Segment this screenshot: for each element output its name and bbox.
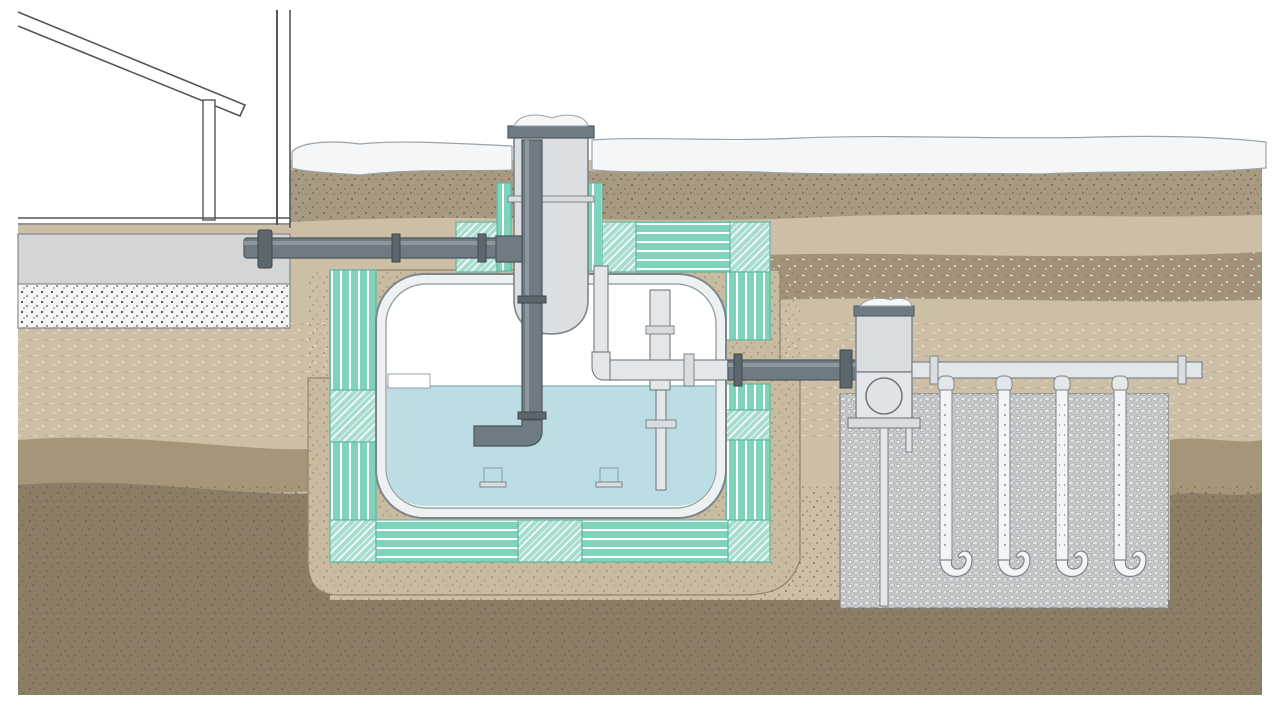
riser-snow-cap bbox=[513, 114, 589, 127]
inlet-clamp-1 bbox=[391, 233, 401, 263]
insulation-bottom-right-hatch bbox=[727, 519, 771, 563]
lateral-end-bend bbox=[939, 550, 973, 577]
inlet-pipe-highlight bbox=[244, 241, 516, 245]
lateral-pipe bbox=[1053, 375, 1089, 577]
inlet-drop-clamp-2 bbox=[517, 411, 547, 420]
insulation-left-hatch bbox=[329, 389, 377, 443]
house bbox=[17, 10, 291, 228]
outlet-tee-bracket bbox=[645, 419, 677, 429]
soil-band-middle-speckle bbox=[770, 252, 1262, 302]
house-wall bbox=[18, 10, 290, 225]
inlet-clamp-2 bbox=[477, 233, 487, 263]
septic-tank bbox=[375, 273, 727, 519]
inlet-drop-clamp-1 bbox=[517, 295, 547, 304]
dbox-cap bbox=[853, 305, 915, 317]
outlet-vent-pipe bbox=[593, 265, 609, 367]
insulation-top-right bbox=[635, 221, 733, 273]
insulation-bottom-left-hatch bbox=[329, 519, 377, 563]
porch-post bbox=[202, 99, 216, 221]
outlet-tee-lower bbox=[655, 389, 667, 491]
inlet-elbow-tee bbox=[495, 235, 523, 263]
tank-baffle-ledge bbox=[387, 373, 431, 389]
soil-band-lower bbox=[18, 437, 330, 493]
insulation-right-upper bbox=[725, 271, 771, 341]
header-pipe bbox=[911, 361, 1203, 379]
insulation-bottom-mid-hatch bbox=[517, 519, 583, 563]
insulation-left-lower bbox=[329, 441, 377, 521]
insulation-right-lower bbox=[725, 439, 771, 521]
topsoil-speckle bbox=[290, 168, 1262, 222]
drain-field-laterals bbox=[911, 355, 1203, 577]
snow-right bbox=[591, 135, 1267, 175]
tank-support-brackets bbox=[479, 467, 623, 488]
lateral-group bbox=[937, 375, 1147, 577]
snow-cover bbox=[291, 135, 1267, 176]
insulation-right-column bbox=[725, 383, 771, 411]
dbox-snow-cap bbox=[858, 297, 913, 307]
inlet-elbow bbox=[473, 419, 543, 447]
tank-water bbox=[387, 386, 715, 506]
insulation-bottom-left bbox=[375, 519, 519, 563]
dbox-flange bbox=[847, 417, 921, 429]
outlet-pipe bbox=[727, 349, 857, 389]
outlet-tee bbox=[591, 265, 729, 491]
lateral-end-bend bbox=[997, 550, 1031, 577]
outlet-clamp-1 bbox=[733, 353, 743, 387]
lateral-pipe bbox=[995, 375, 1031, 577]
inlet-drop-highlight bbox=[525, 140, 529, 430]
riser-cap bbox=[507, 125, 595, 139]
outlet-clamp-2 bbox=[839, 349, 853, 389]
lateral-end-bend bbox=[1113, 550, 1147, 577]
dbox-riser bbox=[855, 311, 913, 373]
outlet-horizontal-in-tank bbox=[609, 359, 729, 381]
lateral-pipe bbox=[937, 375, 973, 577]
lateral-perforations bbox=[943, 396, 949, 550]
insulation-bottom-right bbox=[581, 519, 729, 563]
outlet-pipe-highlight bbox=[728, 363, 856, 367]
inlet-pipe bbox=[243, 139, 547, 447]
lateral-end-bend bbox=[1055, 550, 1089, 577]
header-pipe-clamp bbox=[929, 355, 939, 385]
foundation-slab bbox=[17, 233, 291, 329]
header-pipe-end-clamp bbox=[1177, 355, 1187, 385]
gravel-base-dots bbox=[18, 284, 290, 328]
riser-bracket-top bbox=[507, 195, 595, 203]
insulation-top-right-hatch bbox=[729, 221, 771, 273]
insulation-left-column bbox=[329, 269, 377, 391]
lateral-perforations bbox=[1059, 396, 1065, 550]
insulation-right-hatch bbox=[725, 409, 771, 441]
dbox-valve bbox=[865, 377, 903, 415]
lateral-pipe bbox=[1111, 375, 1147, 577]
distribution-box bbox=[847, 297, 921, 607]
roof-line bbox=[17, 11, 247, 118]
lateral-perforations bbox=[1001, 396, 1007, 550]
outlet-tee-collar bbox=[645, 325, 675, 335]
inlet-coupling-wall bbox=[257, 229, 273, 269]
dbox-drop-pipe-2 bbox=[905, 427, 913, 453]
insulation-top-mid-hatch bbox=[601, 221, 639, 273]
snow-left bbox=[291, 141, 513, 176]
outlet-tee-coupling bbox=[683, 353, 695, 387]
dbox-drop-pipe bbox=[879, 427, 889, 607]
lateral-perforations bbox=[1117, 396, 1123, 550]
